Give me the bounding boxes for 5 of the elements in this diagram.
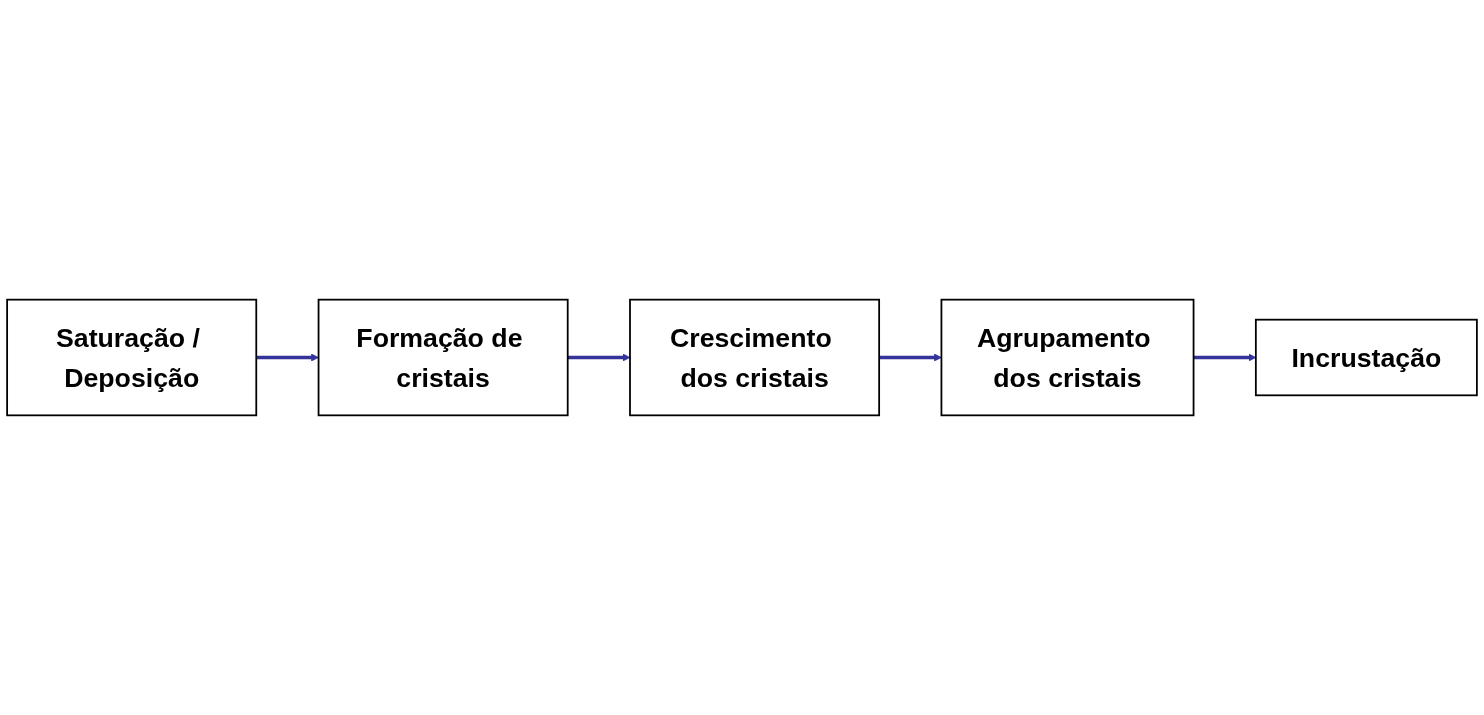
- node-box: Agrupamento dos cristais: [940, 298, 1195, 417]
- node-box: Formação de cristais: [317, 298, 569, 417]
- node-box: Incrustação: [1254, 318, 1478, 397]
- node-box: Crescimento dos cristais: [629, 298, 881, 417]
- node-box: Saturação / Deposição: [6, 298, 258, 417]
